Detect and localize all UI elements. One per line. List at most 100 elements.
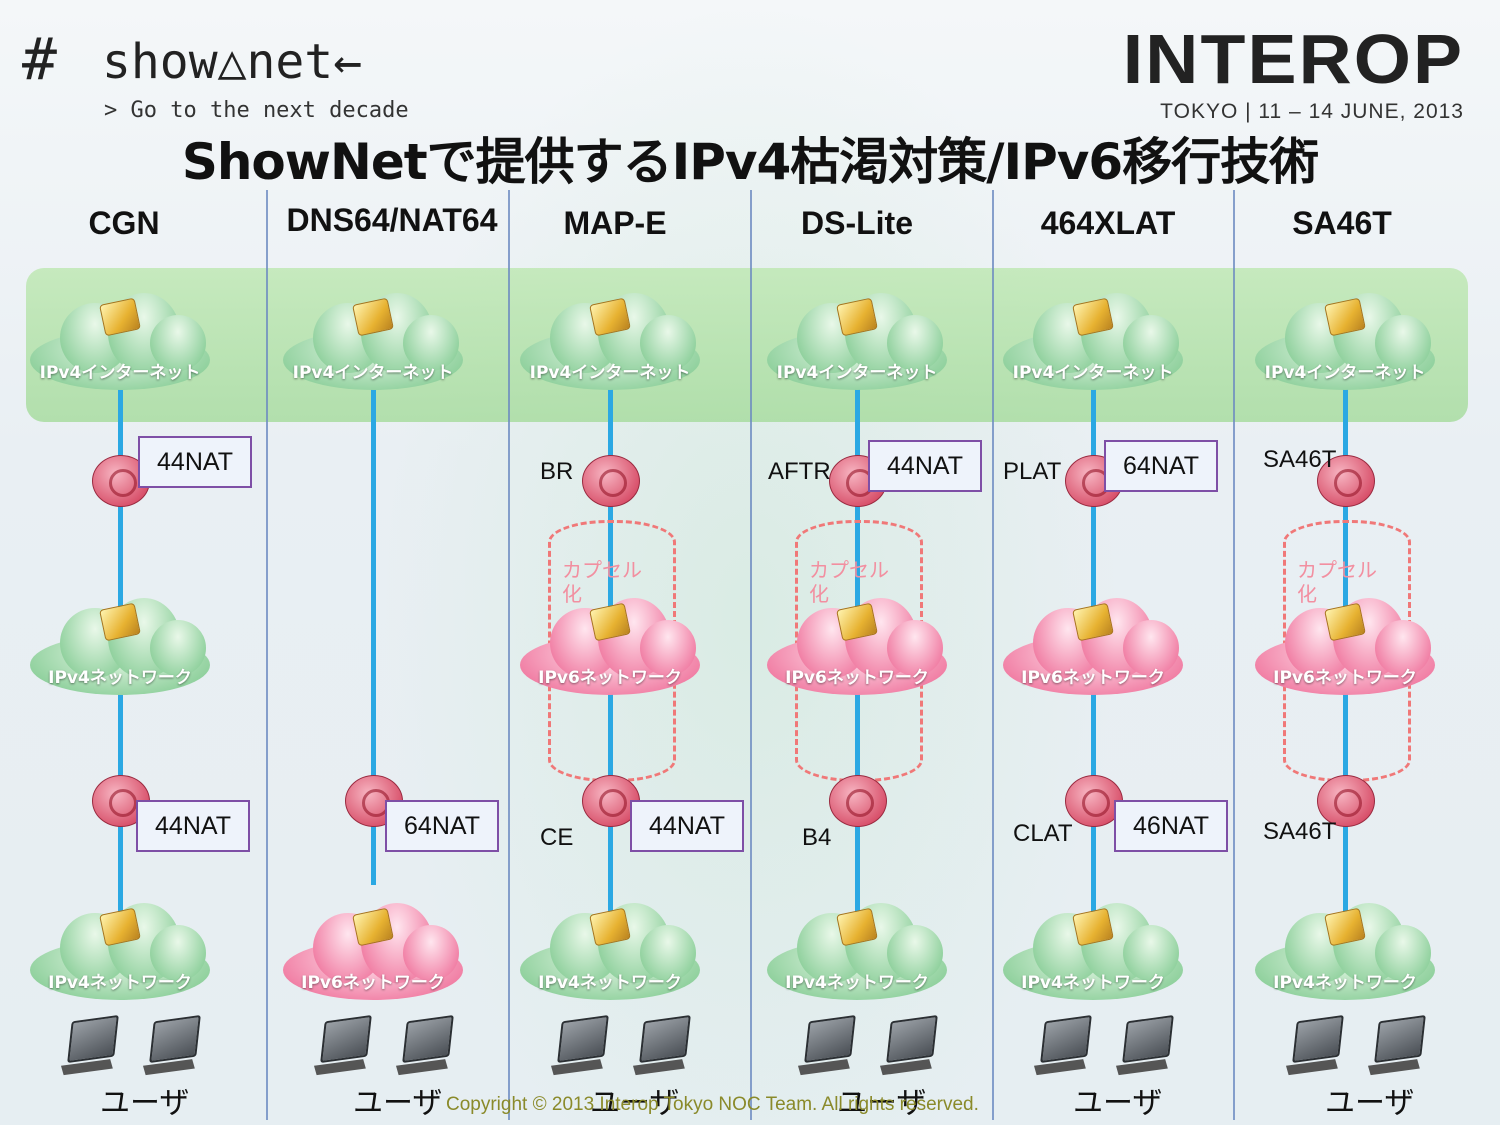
laptop-icon xyxy=(149,1015,201,1063)
nat-box-upper: 64NAT xyxy=(1104,440,1218,492)
encapsulation-label: カプセル化 xyxy=(1297,558,1377,606)
user-label: ユーザ xyxy=(590,1086,680,1121)
cloud-ipv4-network: IPv4ネットワーク xyxy=(1255,895,1435,1005)
cloud-label: IPv4ネットワーク xyxy=(48,973,192,993)
encapsulation-label: カプセル化 xyxy=(809,558,889,606)
cloud-shape xyxy=(150,315,206,371)
cloud-label: IPv4ネットワーク xyxy=(538,973,682,993)
cloud-ipv6-network: IPv6ネットワーク xyxy=(283,895,463,1005)
cloud-ipv6-network: IPv6ネットワーク xyxy=(520,590,700,700)
nat-box-lower: 64NAT xyxy=(385,800,499,852)
router-label-lower: B4 xyxy=(802,824,832,851)
cloud-label: IPv4ネットワーク xyxy=(785,973,929,993)
column-divider xyxy=(1233,190,1235,1120)
cloud-ipv4-internet: IPv4インターネット xyxy=(520,285,700,395)
laptop-icon xyxy=(886,1015,938,1063)
cloud-ipv4-network: IPv4ネットワーク xyxy=(767,895,947,1005)
router-icon xyxy=(1065,775,1123,827)
cloud-label: IPv6ネットワーク xyxy=(301,973,445,993)
cloud-ipv4-internet: IPv4インターネット xyxy=(1003,285,1183,395)
interop-event-date: TOKYO | 11 – 14 JUNE, 2013 xyxy=(1160,100,1464,123)
column-divider xyxy=(266,190,268,1120)
column-title-cgn: CGN xyxy=(88,205,160,241)
column-divider xyxy=(992,190,994,1120)
cloud-shape xyxy=(1123,925,1179,981)
column-divider xyxy=(508,190,510,1120)
user-label: ユーザ xyxy=(100,1086,190,1121)
cloud-shape xyxy=(1123,315,1179,371)
user-label: ユーザ xyxy=(837,1086,927,1121)
cloud-ipv6-network: IPv6ネットワーク xyxy=(1255,590,1435,700)
laptop-icon xyxy=(1122,1015,1174,1063)
cloud-ipv4-internet: IPv4インターネット xyxy=(767,285,947,395)
cloud-ipv4-network: IPv4ネットワーク xyxy=(30,590,210,700)
user-label: ユーザ xyxy=(1073,1086,1163,1121)
router-label-upper: AFTR xyxy=(768,458,831,485)
ipv4-internet-band xyxy=(26,268,1468,422)
flow-arrow-line xyxy=(371,315,376,885)
cloud-ipv4-network: IPv4ネットワーク xyxy=(1003,895,1183,1005)
cloud-shape xyxy=(640,315,696,371)
user-label: ユーザ xyxy=(353,1086,443,1121)
cloud-label: IPv4インターネット xyxy=(529,363,691,383)
interop-logo: INTEROP xyxy=(1122,20,1464,98)
laptop-icon xyxy=(1040,1015,1092,1063)
cloud-shape xyxy=(887,620,943,676)
cloud-label: IPv4ネットワーク xyxy=(1273,973,1417,993)
cloud-shape xyxy=(403,315,459,371)
column-title-sa46t: SA46T xyxy=(1292,205,1392,241)
cloud-label: IPv4インターネット xyxy=(1264,363,1426,383)
shownet-logo-hash: # xyxy=(22,25,57,93)
cloud-label: IPv6ネットワーク xyxy=(538,668,682,688)
cloud-ipv4-internet: IPv4インターネット xyxy=(30,285,210,395)
cloud-shape xyxy=(150,620,206,676)
cloud-shape xyxy=(887,315,943,371)
router-icon xyxy=(829,775,887,827)
router-label-upper: SA46T xyxy=(1263,446,1337,473)
router-label-upper: PLAT xyxy=(1003,458,1062,485)
laptop-icon xyxy=(804,1015,856,1063)
cloud-ipv4-network: IPv4ネットワーク xyxy=(30,895,210,1005)
column-divider xyxy=(750,190,752,1120)
cloud-ipv4-network: IPv4ネットワーク xyxy=(520,895,700,1005)
cloud-shape xyxy=(1123,620,1179,676)
interop-brand: INTEROP TOKYO | 11 – 14 JUNE, 2013 xyxy=(1123,24,1464,124)
cloud-label: IPv6ネットワーク xyxy=(1273,668,1417,688)
laptop-icon xyxy=(402,1015,454,1063)
nat-box-upper: 44NAT xyxy=(868,440,982,492)
laptop-icon xyxy=(557,1015,609,1063)
cloud-shape xyxy=(1375,620,1431,676)
cloud-shape xyxy=(640,925,696,981)
cloud-label: IPv4ネットワーク xyxy=(48,668,192,688)
encapsulation-label: カプセル化 xyxy=(562,558,642,606)
cloud-label: IPv4ネットワーク xyxy=(1021,973,1165,993)
router-label-upper: BR xyxy=(540,458,574,485)
nat-box-lower: 44NAT xyxy=(630,800,744,852)
nat-box-lower: 46NAT xyxy=(1114,800,1228,852)
cloud-label: IPv6ネットワーク xyxy=(785,668,929,688)
router-icon xyxy=(1317,455,1375,507)
cloud-shape xyxy=(150,925,206,981)
nat-box-upper: 44NAT xyxy=(138,436,252,488)
router-label-lower: CE xyxy=(540,824,574,851)
laptop-icon xyxy=(320,1015,372,1063)
cloud-ipv4-internet: IPv4インターネット xyxy=(1255,285,1435,395)
laptop-icon xyxy=(639,1015,691,1063)
cloud-label: IPv4インターネット xyxy=(1012,363,1174,383)
router-icon xyxy=(582,455,640,507)
router-label-lower: CLAT xyxy=(1013,820,1073,847)
column-title-map-e: MAP-E xyxy=(563,205,667,241)
laptop-icon xyxy=(67,1015,119,1063)
cloud-shape xyxy=(640,620,696,676)
cloud-label: IPv4インターネット xyxy=(776,363,938,383)
cloud-ipv4-internet: IPv4インターネット xyxy=(283,285,463,395)
laptop-icon xyxy=(1374,1015,1426,1063)
column-title-ds-lite: DS-Lite xyxy=(801,205,913,241)
column-title-464xlat: 464XLAT xyxy=(1040,205,1176,241)
cloud-label: IPv6ネットワーク xyxy=(1021,668,1165,688)
page-title: ShowNetで提供するIPv4枯渇対策/IPv6移行技術 xyxy=(181,133,1319,191)
router-icon xyxy=(1317,775,1375,827)
cloud-shape xyxy=(403,925,459,981)
cloud-shape xyxy=(887,925,943,981)
cloud-label: IPv4インターネット xyxy=(292,363,454,383)
